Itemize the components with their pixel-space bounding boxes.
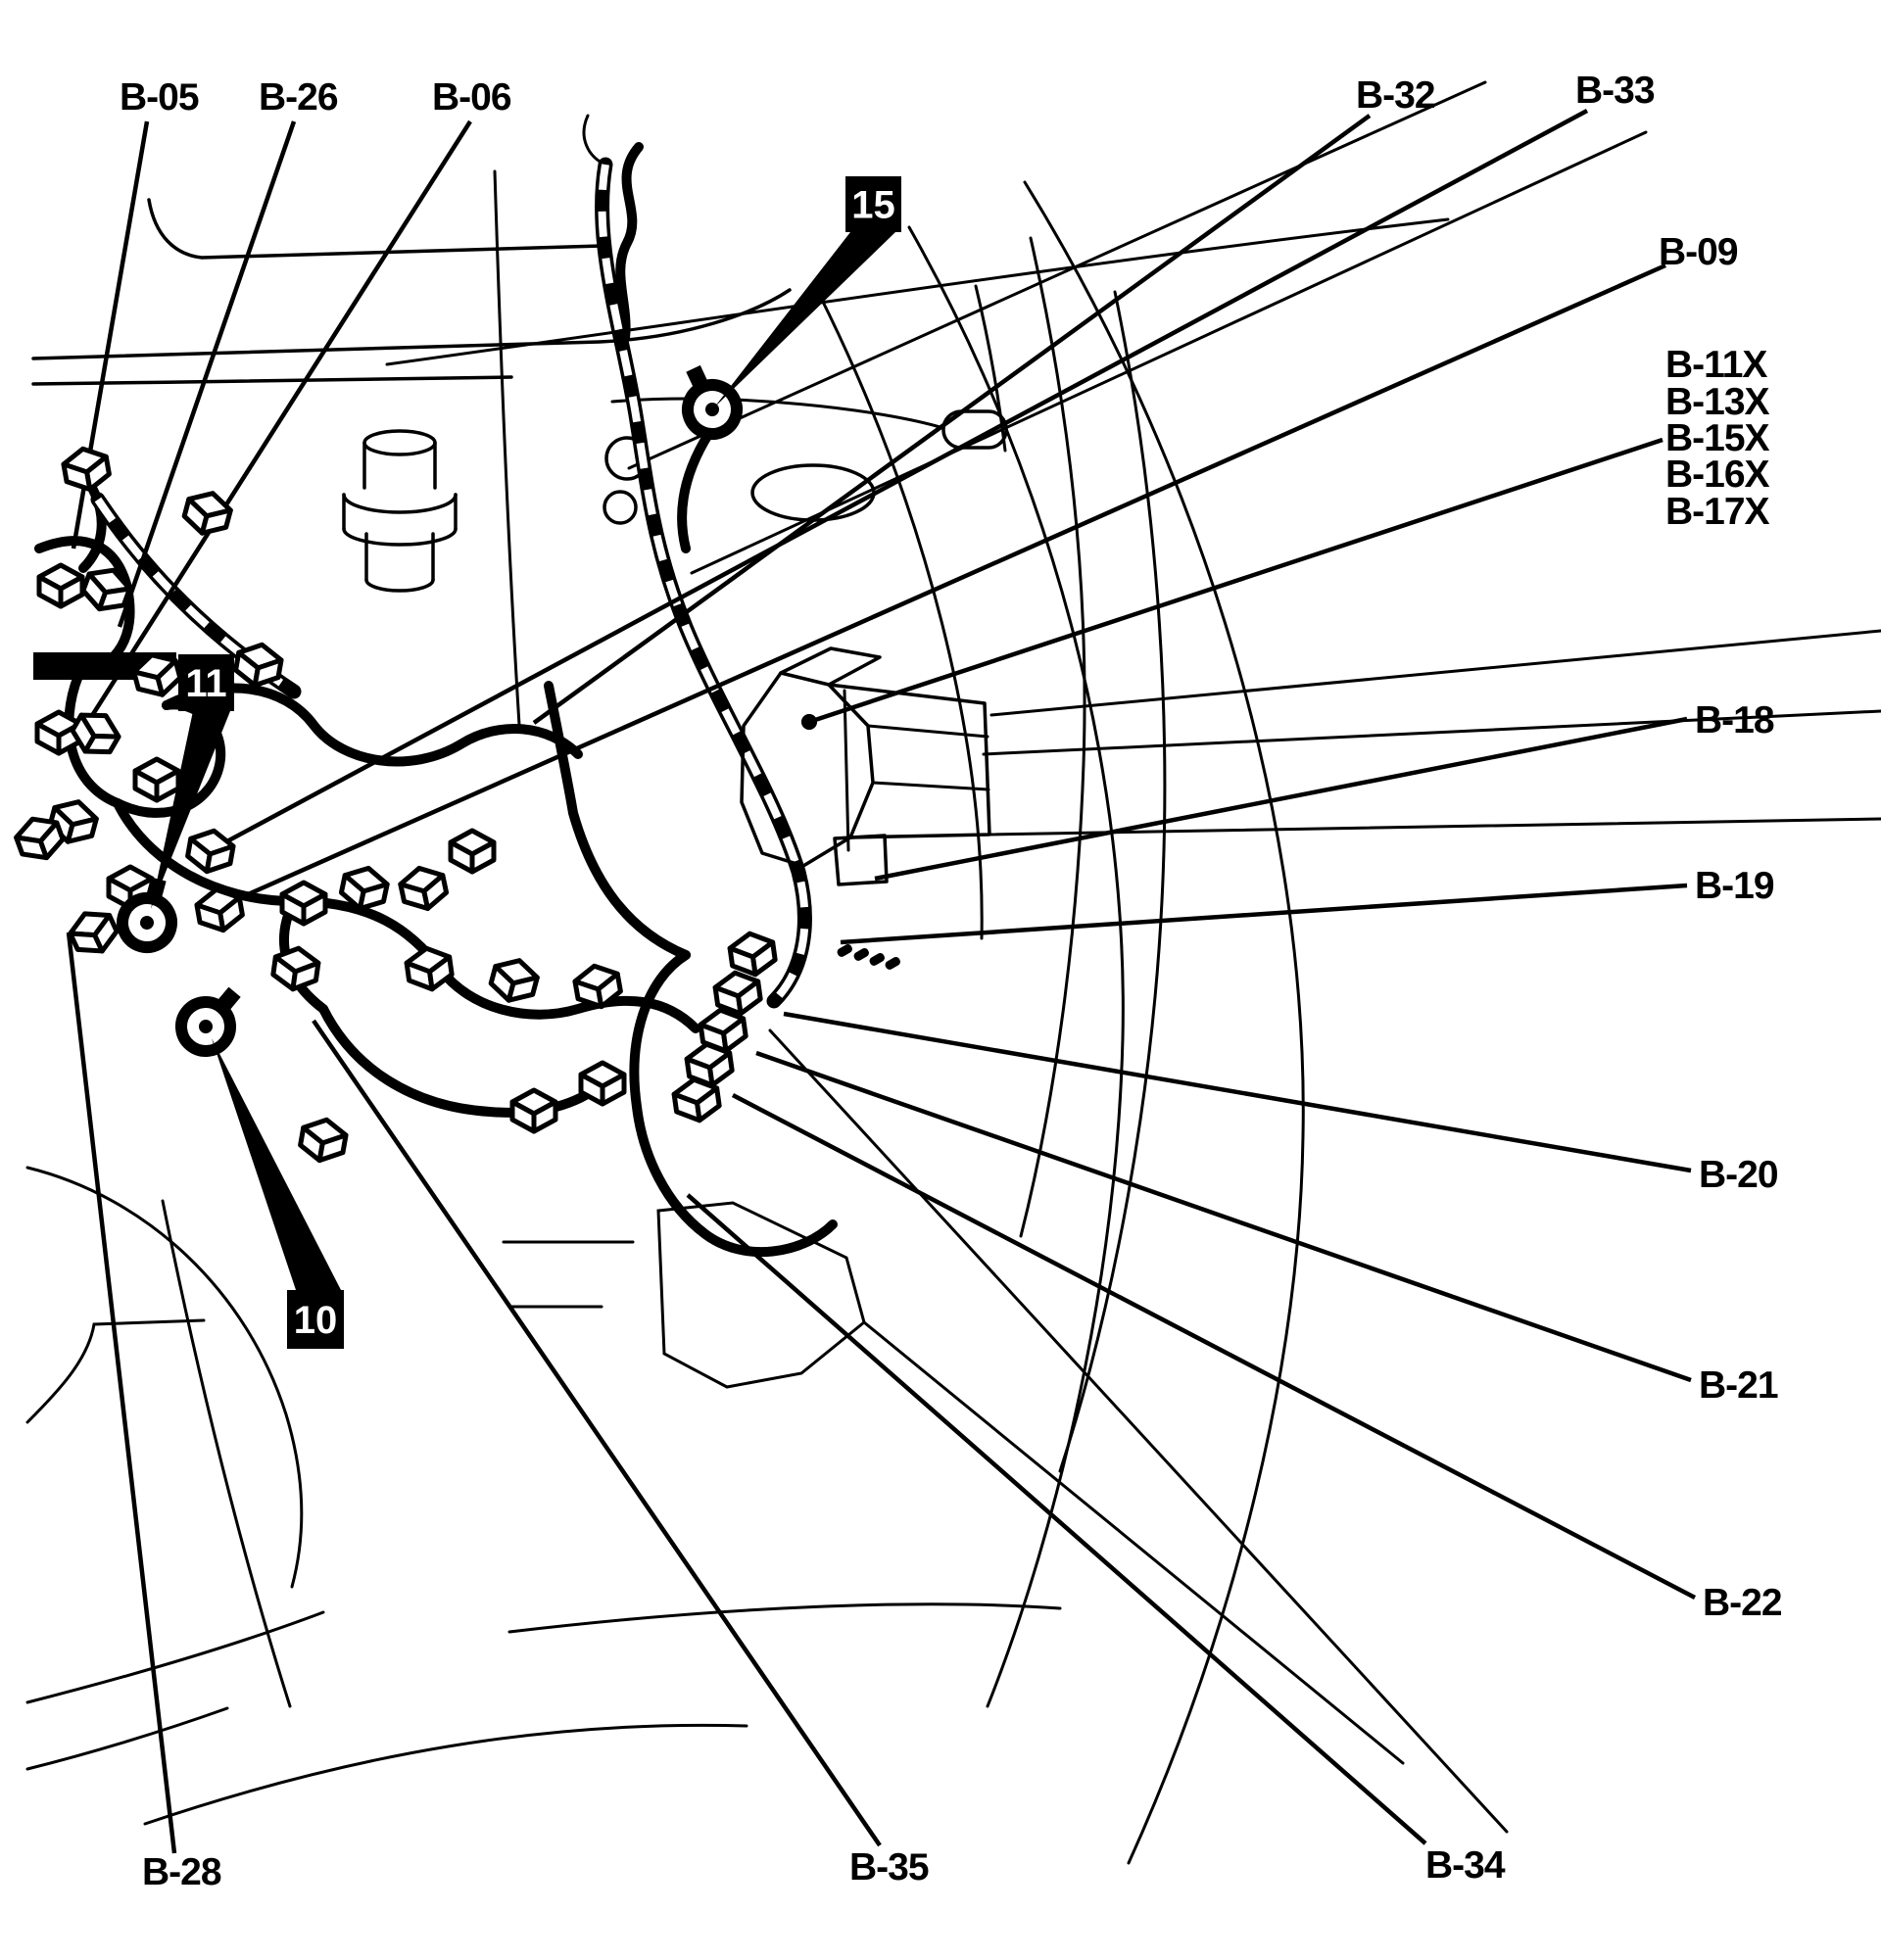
connector-cube [131,652,183,697]
connector-cube [47,799,99,844]
callout-box-11: 11 [151,654,234,909]
connector-label-B-17X: B-17X [1665,491,1770,533]
connector-stack-cube [684,1041,735,1088]
callout-wedge [714,232,895,407]
connector-cube [233,642,284,689]
connector-label-B-09: B-09 [1659,231,1738,273]
connector-label-B-26: B-26 [259,76,338,119]
connector-cube [194,886,245,933]
connector-label-B-22: B-22 [1703,1582,1782,1624]
leader-line-B-20 [783,1011,1692,1173]
callout-wedge [151,711,230,909]
leader-line-B-18 [874,716,1688,882]
leader-line-B-09 [218,263,1666,910]
connector-label-B-34: B-34 [1425,1844,1506,1887]
connector-label-B-13X: B-13X [1665,381,1770,423]
leader-line-B-06 [84,120,472,727]
connector-label-B-33: B-33 [1575,70,1655,112]
leader-line-B-26 [117,120,297,628]
callout-number: 10 [294,1299,338,1342]
callout-rect [287,1290,344,1349]
leader-lines-layer [66,109,1697,1854]
connector-label-B-11X: B-11X [1665,344,1767,386]
callout-wedge [212,1038,341,1290]
leader-line-B-21 [755,1050,1692,1383]
connector-label-B-16X: B-16X [1665,454,1770,496]
connector-cube [404,945,455,992]
leader-line-B-35 [312,1019,882,1847]
wire-end-dot [837,944,852,957]
connector-cube [279,880,328,927]
callout-number: 11 [185,662,226,705]
connector-stack-cube [712,970,763,1017]
connector-cube [70,712,121,755]
relay-dot [801,714,817,730]
connectors-layer [14,446,900,1164]
connector-label-B-20: B-20 [1699,1154,1778,1196]
connector-cube [185,828,236,875]
leader-line-B-34 [686,1193,1427,1845]
connector-label-B-18: B-18 [1695,699,1774,741]
connector-cube [398,865,450,912]
connector-cube [298,1117,349,1164]
connector-cube [488,958,540,1003]
ground-terminal [175,986,241,1057]
leader-line-B-19 [840,883,1688,945]
connector-cube [270,945,321,992]
connector-cube [132,756,181,803]
callout-boxes-layer: 15 11 10 [151,176,901,1349]
wire-end-dot [869,953,885,966]
connector-label-B-06: B-06 [432,76,511,119]
callout-box-15: 15 [714,176,901,407]
leader-line-B-22 [731,1093,1697,1600]
connector-stack-cube [671,1076,722,1123]
connector-cube [80,567,132,612]
connector-cube [68,911,120,954]
callout-number: 15 [851,184,895,227]
connector-stack-cube [727,931,778,978]
connector-cube [509,1087,558,1134]
leader-line-B-15X [808,437,1664,725]
connector-cube [61,446,112,493]
connector-cube [14,816,66,861]
connector-label-B-32: B-32 [1356,74,1435,117]
relay-bracket [740,646,991,886]
connector-cube [338,865,390,912]
callout-rect [178,654,234,711]
connector-cube [36,562,85,609]
leader-line-B-28 [66,932,177,1854]
connector-label-B-15X: B-15X [1665,417,1770,459]
connector-label-B-28: B-28 [142,1851,221,1893]
leader-line-B-33 [209,109,1589,852]
connector-cube [181,491,233,536]
connector-cube [572,963,623,1010]
body-panel-art [25,80,1881,1865]
connector-label-B-21: B-21 [1699,1364,1778,1407]
connector-cube [578,1060,627,1107]
callout-rect [845,176,901,232]
connector-label-B-35: B-35 [849,1846,929,1888]
connector-label-B-19: B-19 [1695,865,1774,907]
taped-harness [595,157,812,1009]
connector-cube [448,828,497,875]
connector-label-B-05: B-05 [120,76,199,119]
callout-box-10: 10 [212,1038,344,1349]
cylinder-part-art [342,429,458,593]
wire-end-dot [853,947,869,961]
leader-line-B-32 [532,114,1372,725]
wire-end-dot [885,957,900,970]
